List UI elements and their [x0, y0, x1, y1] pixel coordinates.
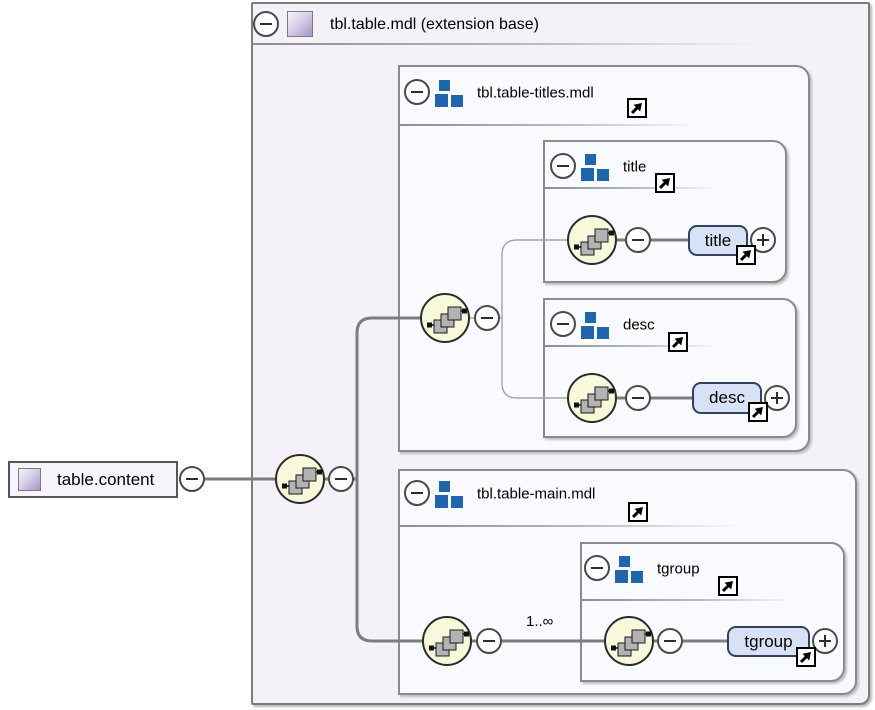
group-title: tbl.table.mdl (extension base) — [330, 16, 539, 33]
group-title: tbl.table-titles.mdl — [477, 84, 594, 102]
collapse-button[interactable] — [179, 466, 205, 492]
sequence-icon[interactable] — [567, 373, 617, 423]
collapse-button[interactable] — [550, 311, 576, 337]
link-arrow-icon[interactable] — [628, 502, 648, 522]
group-title: desc — [623, 316, 655, 334]
group-title: tbl.table-main.mdl — [477, 485, 596, 503]
collapse-button[interactable] — [474, 305, 500, 331]
sequence-icon[interactable] — [422, 616, 472, 666]
collapse-button[interactable] — [550, 153, 576, 179]
link-arrow-icon[interactable] — [655, 173, 675, 193]
element-label: table.content — [57, 469, 155, 489]
collapse-button[interactable] — [476, 628, 502, 654]
collapse-button[interactable] — [328, 466, 354, 492]
collapse-button[interactable] — [625, 227, 651, 253]
complex-type-icon — [287, 11, 313, 37]
header-divider — [545, 187, 725, 189]
expand-button[interactable] — [764, 385, 790, 411]
link-arrow-icon[interactable] — [748, 402, 768, 422]
link-arrow-icon[interactable] — [718, 576, 738, 596]
model-group-icon — [615, 555, 643, 583]
link-arrow-icon[interactable] — [627, 98, 647, 118]
element-label: desc — [709, 388, 745, 407]
model-group-icon — [581, 153, 609, 181]
element-box-table-content[interactable]: table.content — [8, 461, 178, 498]
model-group-icon — [435, 480, 463, 508]
link-arrow-icon[interactable] — [796, 647, 816, 667]
complex-type-icon — [18, 468, 41, 491]
header-divider — [400, 525, 755, 527]
expand-button[interactable] — [812, 628, 838, 654]
group-title: title — [623, 158, 647, 176]
collapse-button[interactable] — [404, 79, 430, 105]
header-divider — [582, 599, 802, 601]
header-divider — [545, 345, 725, 347]
collapse-button[interactable] — [253, 11, 279, 37]
sequence-icon[interactable] — [275, 454, 325, 504]
model-group-icon — [435, 79, 463, 107]
header-divider — [400, 124, 710, 126]
element-box-desc[interactable]: desc — [692, 382, 762, 414]
header-divider — [253, 43, 783, 45]
sequence-icon[interactable] — [604, 616, 654, 666]
sequence-icon[interactable] — [420, 293, 470, 343]
link-arrow-icon[interactable] — [736, 245, 756, 265]
sequence-icon[interactable] — [567, 215, 617, 265]
collapse-button[interactable] — [404, 480, 430, 506]
collapse-button[interactable] — [625, 385, 651, 411]
element-label: title — [704, 230, 732, 250]
model-group-icon — [581, 311, 609, 339]
link-arrow-icon[interactable] — [668, 332, 688, 352]
expand-button[interactable] — [750, 227, 776, 253]
element-label: tgroup — [744, 631, 793, 651]
group-title: tgroup — [657, 560, 700, 578]
cardinality-label: 1..∞ — [526, 613, 554, 630]
collapse-button[interactable] — [657, 628, 683, 654]
collapse-button[interactable] — [584, 555, 610, 581]
